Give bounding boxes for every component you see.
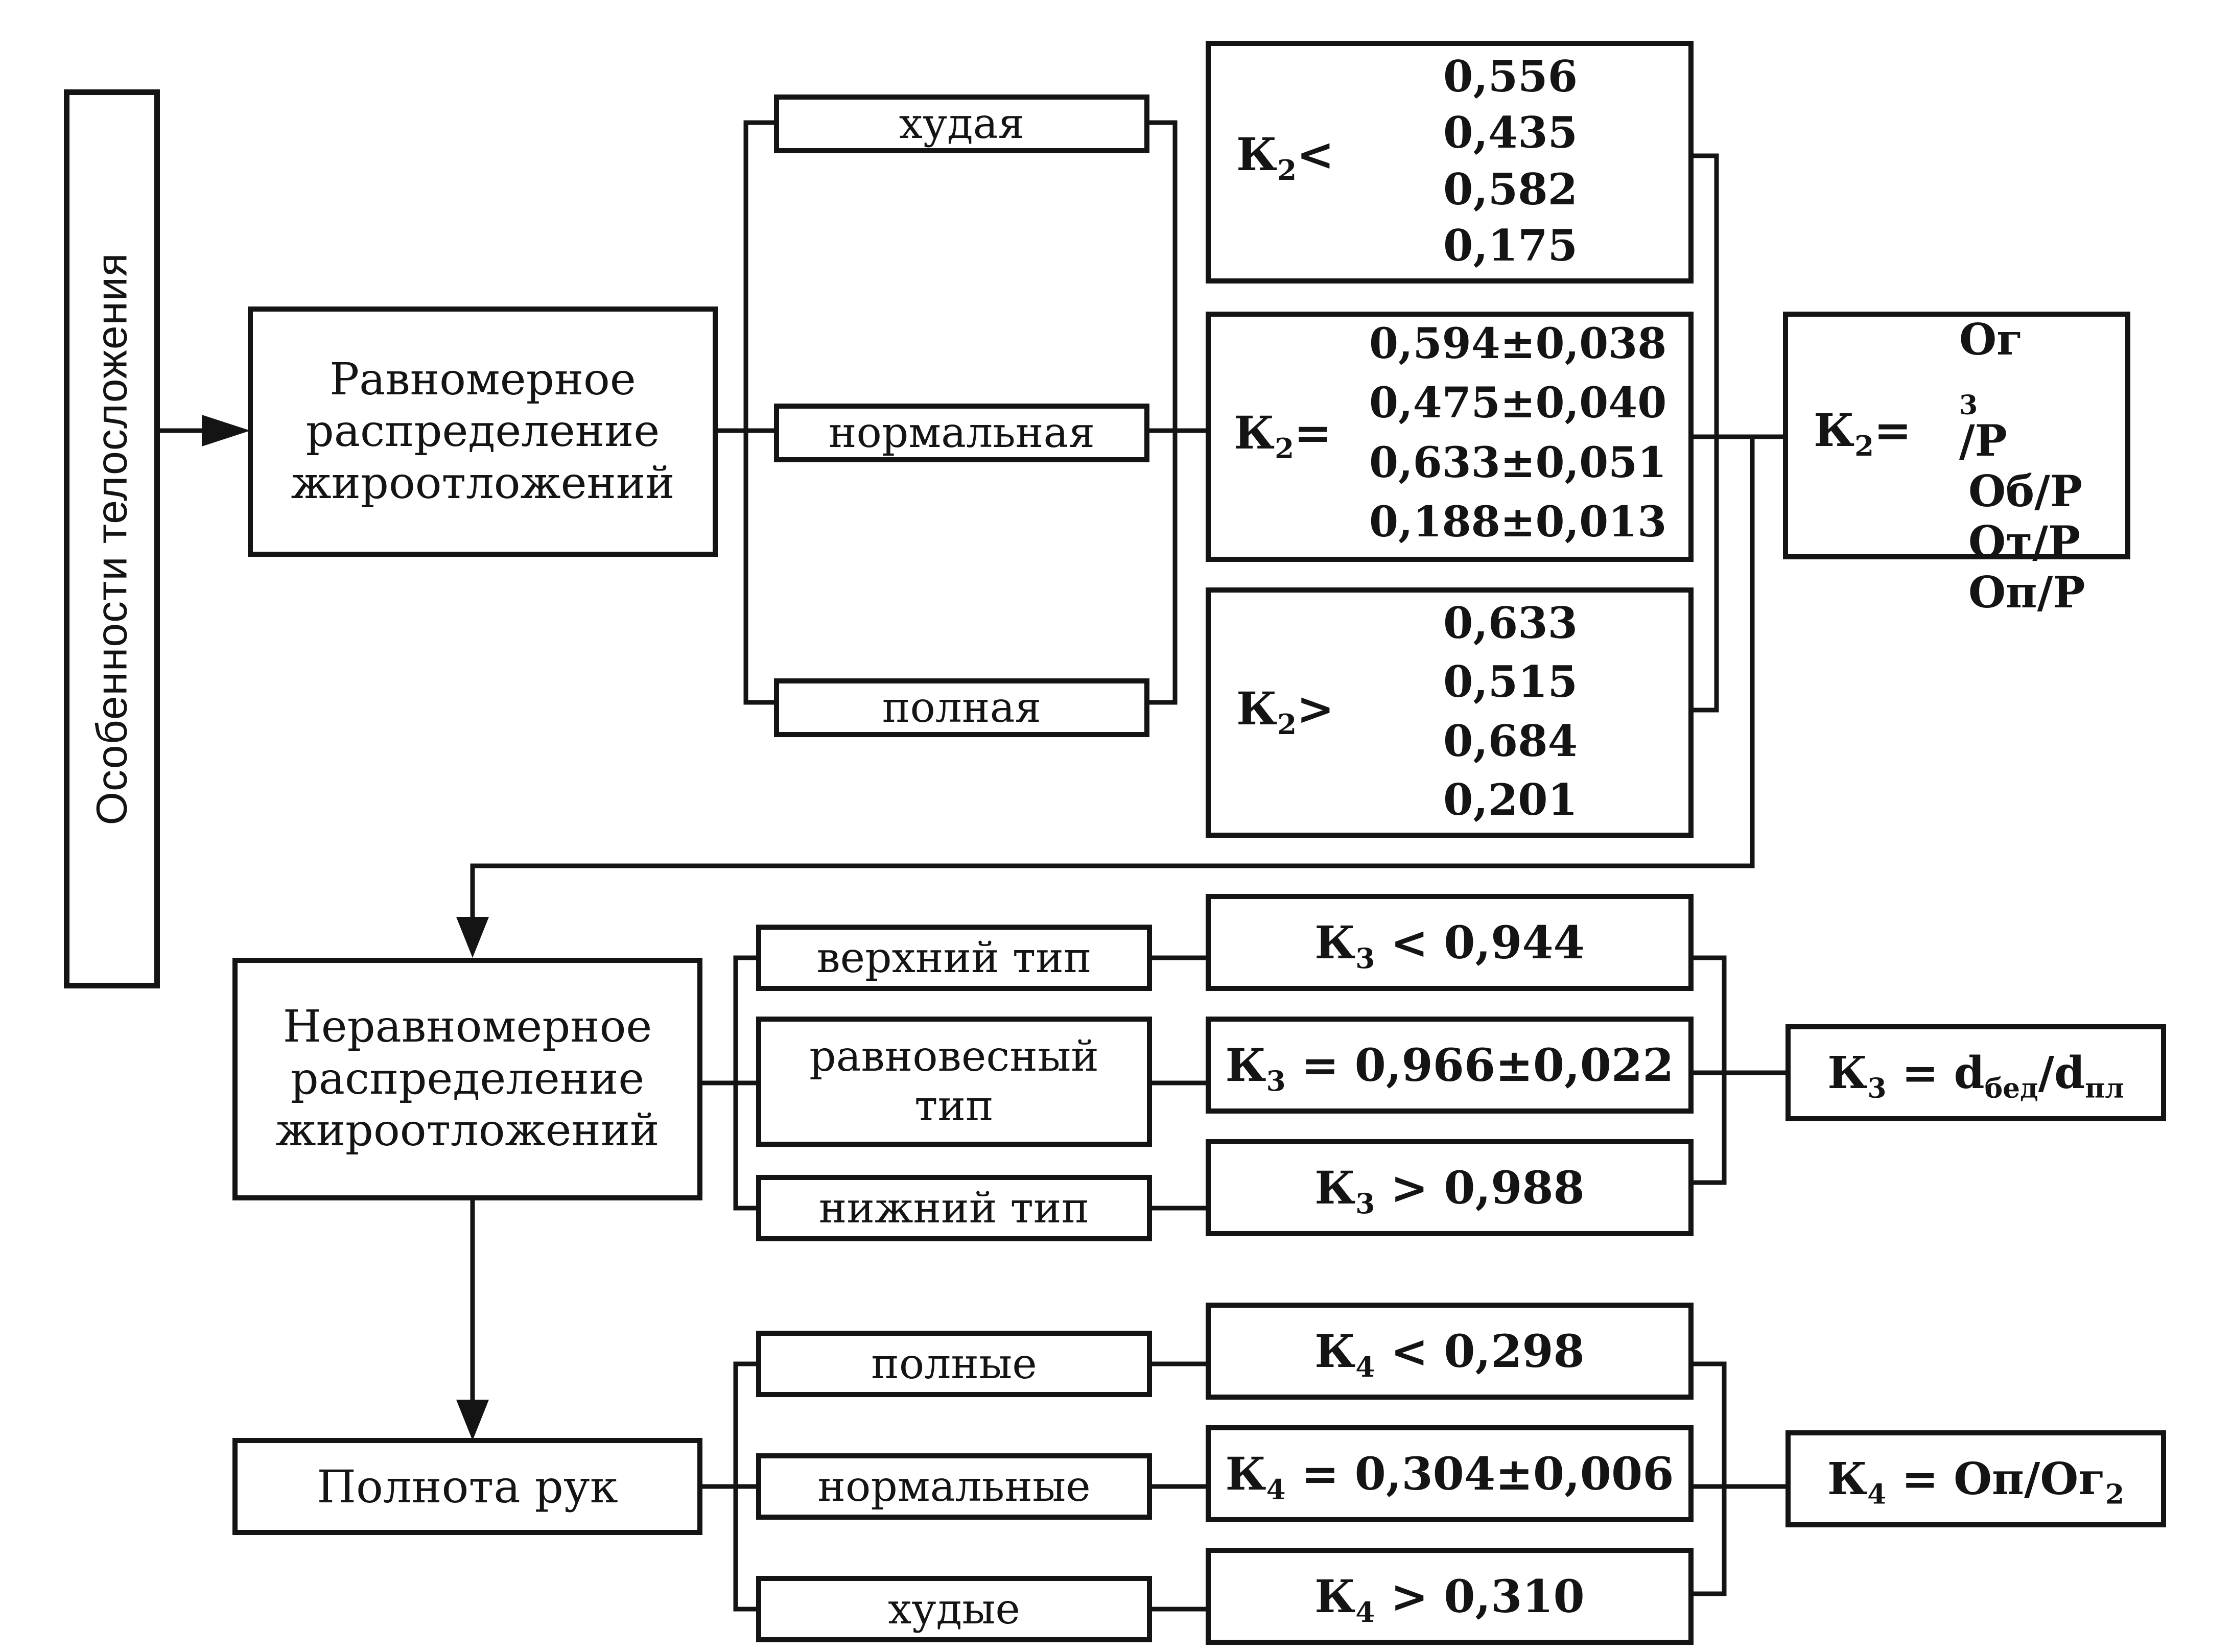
type-balanced-line-2: тип: [914, 1081, 994, 1130]
category-thin-label: худая: [899, 100, 1025, 148]
k2-greater-value: 0,201: [1443, 774, 1578, 825]
k2-formula-line: От/Р: [1968, 516, 2081, 567]
uniform-title-line-2: распределение: [306, 406, 660, 457]
k2-less-box: [1206, 41, 1694, 284]
arm-fullness-title: Полнота рук: [317, 1460, 618, 1513]
type-balanced-line-1: равновесный: [809, 1032, 1099, 1081]
k2-less-value: 0,435: [1443, 107, 1578, 158]
nonuniform-title-line-2: распределение: [290, 1053, 645, 1104]
k2-equal-values: 0,594±0,038 0,475±0,040 0,633±0,051 0,18…: [1369, 319, 1666, 547]
body-features-label: Особенности телосложения: [64, 89, 160, 988]
k2-less-value: 0,175: [1443, 220, 1578, 271]
type-balanced: равновесный тип: [756, 1017, 1152, 1147]
type-lower-label: нижний тип: [818, 1184, 1090, 1233]
nonuniform-title-line-1: Неравномерное: [283, 1001, 652, 1053]
k2-greater-value: 0,633: [1443, 598, 1578, 648]
nonuniform-distribution-box: Неравномерное распределение жироотложени…: [232, 958, 702, 1200]
k2-less-value: 0,582: [1443, 163, 1578, 215]
k3-formula-box: К3 = dбед/dпл: [1785, 1024, 2166, 1121]
k2-equal-value: 0,475±0,040: [1369, 379, 1667, 428]
k4-less-box: К4 < 0,298: [1206, 1303, 1694, 1400]
arm-fullness-box: Полнота рук: [232, 1438, 702, 1535]
k2-formula-line: Об/Р: [1968, 466, 2083, 516]
arm-type-thin: худые: [756, 1576, 1152, 1642]
k2-greater-label: К2>: [1236, 682, 1334, 741]
k2-greater-value: 0,515: [1443, 656, 1578, 707]
k3-greater-box: К3 > 0,988: [1206, 1139, 1694, 1236]
k2-equal-label: К2=: [1234, 406, 1332, 465]
type-upper: верхний тип: [756, 925, 1152, 991]
k2-greater-box: [1206, 587, 1694, 838]
arm-type-normal-label: нормальные: [817, 1462, 1091, 1511]
nonuniform-title-line-3: жироотложений: [275, 1105, 660, 1157]
uniform-title-line-1: Равномерное: [330, 353, 636, 405]
k3-less-box: К3 < 0,944: [1206, 894, 1694, 991]
category-thin: худая: [774, 95, 1149, 153]
arm-type-normal: нормальные: [756, 1453, 1152, 1520]
k2-equal-box: [1206, 312, 1694, 562]
k2-greater-value: 0,684: [1443, 715, 1578, 766]
k4-formula-box: К4 = Оп/Ог2: [1785, 1430, 2166, 1527]
k4-equal-box: К4 = 0,304±0,006: [1206, 1425, 1694, 1522]
arm-type-thin-label: худые: [888, 1585, 1020, 1634]
arrow-to-uniform-head: [202, 415, 250, 446]
k2-equal-value: 0,188±0,013: [1369, 497, 1667, 547]
k2-formula-label: К2=: [1814, 404, 1912, 463]
k2-equal-value: 0,594±0,038: [1369, 319, 1667, 368]
k2-formula-box: [1783, 312, 2130, 559]
k3-equal-box: К3 = 0,966±0,022: [1206, 1017, 1694, 1114]
arm-type-full: полные: [756, 1331, 1152, 1397]
category-normal-label: нормальная: [828, 409, 1095, 457]
category-normal: нормальная: [774, 404, 1149, 462]
k2-less-label: К2<: [1236, 128, 1334, 187]
arm-type-full-label: полные: [871, 1339, 1037, 1388]
k2-less-values: 0,556 0,435 0,582 0,175: [1443, 51, 1578, 271]
category-full-label: полная: [882, 683, 1042, 732]
k4-greater-box: К4 > 0,310: [1206, 1548, 1694, 1645]
type-lower: нижний тип: [756, 1175, 1152, 1241]
uniform-distribution-box: Равномерное распределение жироотложений: [248, 306, 718, 557]
k2-less-value: 0,556: [1443, 51, 1578, 102]
k2-equal-value: 0,633±0,051: [1369, 438, 1667, 487]
body-features-text: Особенности телосложения: [87, 252, 136, 825]
category-full: полная: [774, 678, 1149, 737]
uniform-title-line-3: жироотложений: [291, 457, 675, 509]
type-upper-label: верхний тип: [816, 933, 1092, 982]
k2-formula-line: Оп/Р: [1968, 567, 2085, 618]
k2-greater-values: 0,633 0,515 0,684 0,201: [1443, 598, 1578, 825]
